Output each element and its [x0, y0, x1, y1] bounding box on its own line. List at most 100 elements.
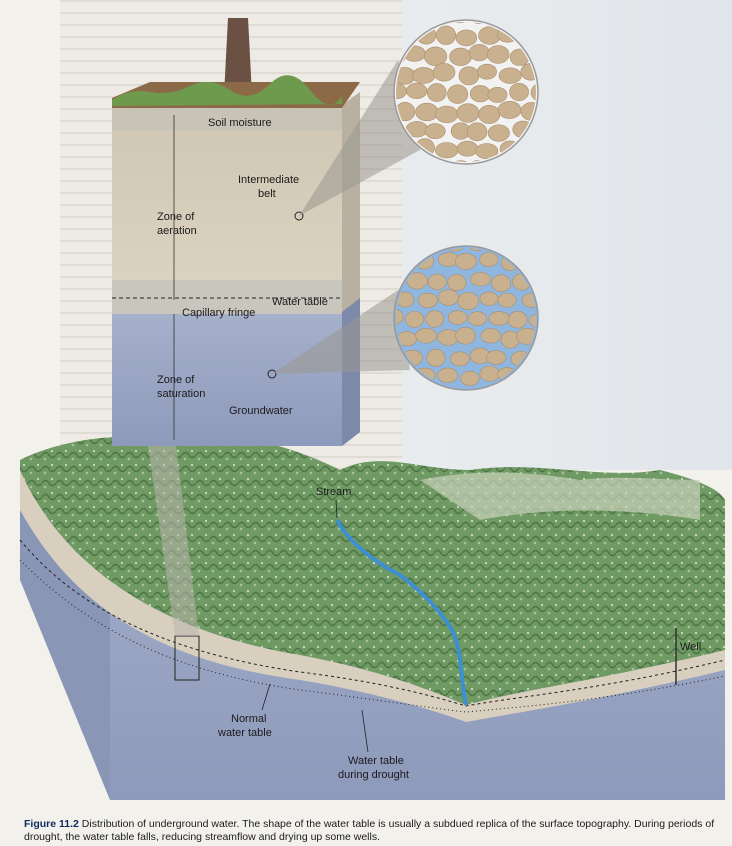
sediment-grain	[477, 64, 496, 79]
sediment-grain	[522, 141, 542, 159]
sediment-grain	[397, 370, 417, 385]
sediment-grain	[394, 255, 414, 271]
label-zone-aeration-1: Zone of	[157, 211, 195, 223]
sediment-grain	[533, 45, 552, 64]
sediment-grain	[425, 124, 445, 139]
sediment-grain	[435, 143, 458, 158]
sediment-grain	[488, 125, 509, 142]
sediment-grain	[433, 63, 455, 81]
label-water-table: Water table	[272, 296, 328, 308]
label-zone-saturation-1: Zone of	[157, 374, 195, 386]
figure-caption: Figure 11.2 Distribution of underground …	[24, 818, 724, 844]
label-zone-saturation-2: saturation	[157, 388, 205, 400]
sediment-grain	[382, 387, 402, 405]
sediment-grain	[427, 84, 446, 102]
label-capillary-fringe: Capillary fringe	[182, 307, 255, 319]
sediment-grain	[455, 253, 476, 269]
sediment-grain	[512, 161, 531, 178]
sediment-grain	[438, 290, 459, 306]
sediment-grain	[535, 124, 554, 140]
sediment-grain	[480, 366, 500, 381]
sediment-grain	[403, 161, 424, 180]
sediment-grain	[517, 27, 539, 45]
sediment-grain	[438, 368, 458, 383]
sediment-grain	[428, 274, 446, 290]
sediment-grain	[418, 293, 437, 308]
sediment-grain	[416, 103, 439, 121]
zone-of-saturation	[112, 314, 342, 446]
sediment-grain	[529, 313, 550, 327]
label-soil-moisture: Soil moisture	[208, 117, 272, 129]
sediment-grain	[530, 237, 551, 252]
sediment-grain	[481, 329, 501, 343]
landscape-block	[20, 436, 725, 800]
sediment-grain	[493, 161, 513, 177]
sediment-grain	[425, 233, 446, 250]
sediment-grain	[412, 67, 435, 83]
sediment-grain	[486, 351, 505, 365]
sediment-grain	[416, 328, 437, 343]
figure-caption-text: Distribution of underground water. The s…	[24, 818, 714, 843]
sediment-grain	[541, 369, 559, 385]
sediment-grain	[508, 311, 527, 328]
magnified-saturation	[382, 232, 562, 405]
sediment-grain	[429, 388, 448, 403]
sediment-grain	[498, 293, 516, 307]
sediment-grain	[507, 232, 528, 249]
sediment-grain	[470, 272, 490, 286]
sediment-grain	[435, 106, 458, 123]
label-stream: Stream	[316, 486, 351, 498]
sediment-grain	[507, 9, 530, 25]
sediment-grain	[393, 30, 414, 46]
sediment-grain	[544, 143, 565, 162]
sediment-grain	[531, 9, 553, 25]
sediment-grain	[518, 252, 539, 267]
sediment-grain	[529, 387, 548, 404]
sediment-grain	[521, 63, 541, 80]
sediment-grain	[522, 293, 541, 307]
sediment-grain	[427, 349, 445, 366]
sediment-grain	[447, 85, 467, 104]
label-drought-wt-1: Water table	[348, 755, 404, 767]
sediment-grain	[405, 311, 423, 327]
sediment-grain	[403, 238, 422, 252]
sediment-grain	[522, 370, 540, 386]
sediment-grain	[499, 68, 521, 84]
sediment-grain	[542, 291, 560, 307]
sediment-grain	[448, 274, 466, 290]
sediment-grain	[450, 352, 469, 366]
sediment-grain	[498, 101, 521, 118]
sediment-grain	[487, 233, 505, 249]
sediment-grain	[406, 83, 427, 98]
sediment-grain	[544, 27, 565, 44]
sediment-grain	[533, 162, 554, 179]
sediment-grain	[510, 83, 529, 100]
sediment-grain	[480, 253, 499, 267]
sediment-grain	[426, 311, 444, 328]
sediment-grain	[508, 389, 528, 403]
sediment-grain	[459, 67, 479, 85]
sediment-grain	[457, 141, 478, 156]
sediment-grain	[425, 160, 445, 176]
sediment-grain	[491, 275, 510, 292]
label-zone-aeration-2: aeration	[157, 225, 197, 237]
sediment-grain	[450, 48, 472, 66]
sediment-grain	[461, 371, 479, 385]
sediment-grain	[543, 330, 561, 344]
sediment-grain	[385, 236, 406, 252]
sediment-grain	[458, 292, 479, 309]
sediment-grain	[489, 312, 509, 326]
figure-number: Figure 11.2	[24, 818, 79, 830]
sediment-grain	[480, 292, 498, 306]
sediment-grain	[456, 30, 477, 46]
sediment-grain	[478, 105, 500, 123]
sediment-grain	[531, 83, 552, 102]
sediment-grain	[456, 327, 476, 344]
soil-column	[112, 18, 360, 446]
sediment-grain	[465, 390, 486, 404]
sediment-grain	[469, 44, 489, 60]
label-intermediate-belt-2: belt	[258, 188, 276, 200]
sediment-grain	[467, 123, 487, 141]
sediment-grain	[488, 389, 507, 404]
